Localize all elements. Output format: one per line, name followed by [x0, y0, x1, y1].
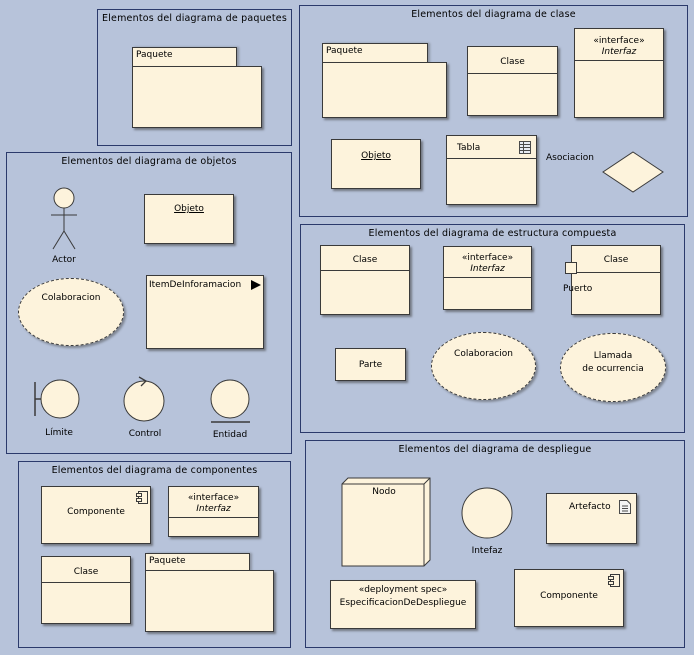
- deployment-spec-element[interactable]: «deployment spec» EspecificacionDeDespli…: [330, 580, 476, 629]
- artifact-element[interactable]: Artefacto: [546, 493, 637, 544]
- collaboration-ellipse[interactable]: Colaboracion: [18, 278, 124, 346]
- panel-title: Elementos del diagrama de despliegue: [398, 444, 592, 455]
- class-divider: [321, 270, 409, 271]
- panel-paquetes: Elementos del diagrama de paquetes Paque…: [97, 9, 292, 146]
- control-label: Control: [128, 429, 162, 439]
- panel-title: Elementos del diagrama de estructura com…: [368, 228, 617, 239]
- panel-despliegue: Elementos del diagrama de despliegue Nod…: [305, 440, 685, 648]
- class-divider: [572, 272, 660, 273]
- package-tab[interactable]: Paquete: [132, 47, 237, 67]
- collaboration-ellipse[interactable]: Colaboracion: [431, 332, 536, 400]
- panel-title: Elementos del diagrama de clase: [411, 9, 576, 20]
- node-icon[interactable]: [341, 477, 433, 569]
- object-element[interactable]: Objeto: [144, 194, 234, 244]
- panel-title: Elementos del diagrama de paquetes: [102, 13, 287, 24]
- boundary-label: Límite: [45, 428, 73, 438]
- class-divider: [468, 73, 557, 74]
- interface-name: Interfaz: [196, 504, 231, 514]
- component-element[interactable]: Componente: [514, 569, 624, 627]
- package-tab[interactable]: Paquete: [322, 43, 428, 63]
- object-element[interactable]: Objeto: [331, 139, 421, 189]
- component-name: Componente: [67, 507, 125, 517]
- collaboration-label: Colaboracion: [41, 293, 101, 303]
- panel-objetos: Elementos del diagrama de objetos Actor …: [6, 152, 292, 454]
- package-tab[interactable]: Paquete: [145, 553, 250, 571]
- panel-estructura-compuesta: Elementos del diagrama de estructura com…: [300, 224, 685, 433]
- port-label: Puerto: [563, 284, 593, 294]
- document-icon: [619, 500, 631, 514]
- collaboration-use-ellipse[interactable]: Llamada de ocurrencia: [560, 333, 666, 402]
- interface-divider: [169, 517, 258, 518]
- class-divider: [42, 582, 130, 583]
- component-icon: [136, 491, 148, 504]
- class-element[interactable]: Clase: [467, 46, 558, 116]
- package-label: Paquete: [149, 556, 186, 566]
- part-name: Parte: [358, 359, 383, 370]
- class-name: Clase: [73, 567, 99, 577]
- table-element[interactable]: Tabla: [446, 135, 537, 205]
- class-element[interactable]: Clase: [320, 245, 410, 315]
- collaboration-use-label-line1: Llamada: [593, 351, 633, 361]
- deployment-spec-name: EspecificacionDeDespliegue: [339, 598, 467, 608]
- table-divider: [447, 158, 536, 159]
- object-name: Objeto: [361, 151, 391, 161]
- package-body[interactable]: [132, 66, 262, 128]
- package-body[interactable]: [322, 62, 447, 118]
- panel-title: Elementos del diagrama de componentes: [51, 465, 258, 476]
- interface-element[interactable]: «interface» Interfaz: [168, 486, 259, 537]
- interface-element[interactable]: «interface» Interfaz: [443, 246, 532, 310]
- boundary-icon[interactable]: [33, 379, 81, 423]
- entity-label: Entidad: [212, 430, 248, 440]
- information-item-element[interactable]: ItemDeInforamacion: [146, 275, 264, 349]
- entity-icon[interactable]: [209, 379, 253, 425]
- collaboration-label: Colaboracion: [454, 349, 513, 359]
- interface-name: Interfaz: [601, 47, 637, 57]
- interface-divider: [575, 60, 663, 61]
- class-name: Clase: [603, 255, 629, 265]
- association-diamond-icon[interactable]: [602, 151, 664, 193]
- panel-title: Elementos del diagrama de objetos: [61, 156, 237, 167]
- component-icon: [608, 574, 620, 587]
- control-icon[interactable]: [123, 375, 167, 423]
- class-name: Clase: [352, 255, 378, 265]
- interface-stereotype: «interface»: [461, 253, 514, 263]
- actor-icon[interactable]: [49, 187, 79, 251]
- port-square[interactable]: [565, 262, 577, 274]
- interface-stereotype: «interface»: [187, 493, 240, 503]
- object-name: Objeto: [174, 204, 204, 214]
- actor-label: Actor: [52, 255, 76, 265]
- deployment-spec-stereotype: «deployment spec»: [358, 585, 448, 595]
- component-element[interactable]: Componente: [41, 486, 151, 544]
- interface-stereotype: «interface»: [593, 36, 645, 46]
- interface-element[interactable]: «interface» Interfaz: [574, 28, 664, 118]
- arrow-right-icon: [251, 280, 261, 290]
- table-icon: [519, 141, 531, 154]
- interface-name: Interfaz: [470, 264, 505, 274]
- information-item-name: ItemDeInforamacion: [149, 280, 242, 290]
- package-label: Paquete: [326, 46, 363, 56]
- class-name: Clase: [500, 57, 525, 67]
- package-body[interactable]: [145, 570, 274, 632]
- interface-divider: [444, 277, 531, 278]
- node-name: Nodo: [372, 487, 396, 497]
- table-name: Tabla: [457, 143, 481, 153]
- interface-circle-icon[interactable]: [461, 487, 515, 541]
- association-label: Asociacion: [546, 153, 594, 163]
- panel-componentes: Elementos del diagrama de componentes Co…: [18, 461, 291, 648]
- component-name: Componente: [540, 591, 598, 601]
- class-element[interactable]: Clase: [41, 556, 131, 624]
- collaboration-use-label-line2: de ocurrencia: [582, 364, 644, 374]
- artifact-name: Artefacto: [569, 502, 611, 512]
- panel-clase: Elementos del diagrama de clase Paquete …: [299, 5, 688, 217]
- interface-circle-label: Intefaz: [471, 546, 503, 556]
- class-element[interactable]: Clase: [571, 245, 661, 315]
- package-label: Paquete: [136, 50, 173, 60]
- part-element[interactable]: Parte: [335, 348, 406, 381]
